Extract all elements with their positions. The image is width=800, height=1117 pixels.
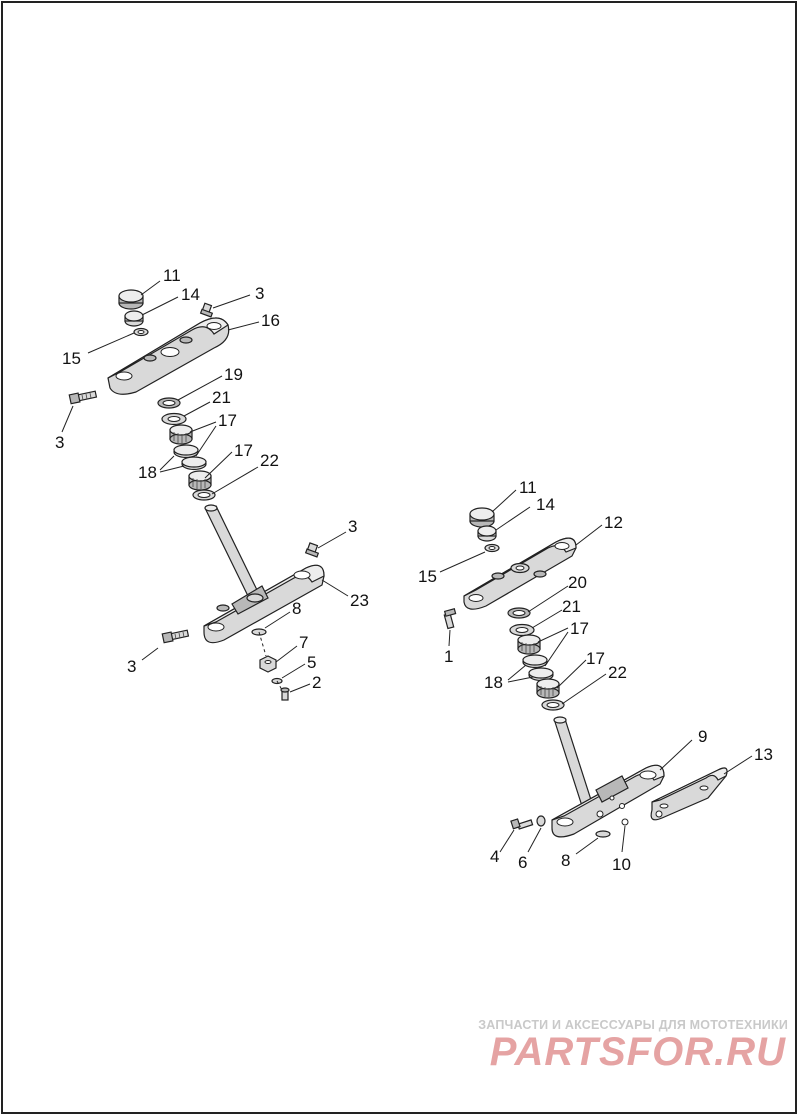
callout-10-right: 10 (612, 855, 631, 874)
callout-19-left: 19 (224, 365, 243, 384)
right-assembly (443, 507, 728, 838)
callout-22-left: 22 (260, 451, 279, 470)
right-bolt-1 (443, 608, 457, 630)
callout-11-right: 11 (519, 478, 537, 497)
right-lower-bracket (551, 764, 665, 838)
callout-12-right: 12 (604, 513, 623, 532)
callout-23-left: 23 (350, 591, 369, 610)
left-washer (124, 310, 144, 327)
callout-8-right: 8 (561, 851, 570, 870)
callout-15-left: 15 (62, 349, 81, 368)
left-lower-bolt (161, 629, 190, 644)
callout-6-right: 6 (518, 853, 527, 872)
left-side-bolt (68, 390, 98, 405)
watermark-logo: PARTSFOR.RU (489, 1030, 786, 1074)
callout-5-left: 5 (307, 653, 316, 672)
callout-3-left-side: 3 (55, 433, 64, 452)
callout-11-left: 11 (163, 266, 181, 285)
callout-14-left: 14 (181, 285, 200, 304)
callout-22-right: 22 (608, 663, 627, 682)
left-bracket-screw (304, 542, 320, 558)
callout-17-right-upper: 17 (570, 619, 589, 638)
left-upper-bracket (107, 317, 230, 395)
callout-3-left-bracket: 3 (348, 517, 357, 536)
left-assembly (68, 289, 325, 701)
callout-21-right: 21 (562, 597, 581, 616)
left-cap-nut (118, 289, 144, 310)
right-bearing-lower (536, 678, 560, 699)
watermark-tagline: ЗАПЧАСТИ И АКСЕССУАРЫ ДЛЯ МОТОТЕХНИКИ (478, 1018, 788, 1032)
callout-17-right-lower: 17 (586, 649, 605, 668)
callout-16-left: 16 (261, 311, 280, 330)
callout-14-right: 14 (536, 495, 555, 514)
callout-13-right: 13 (754, 745, 773, 764)
callout-18-right: 18 (484, 673, 503, 692)
callout-21-left: 21 (212, 388, 231, 407)
left-bearing-lower (188, 470, 212, 491)
right-steering-stem (553, 716, 593, 807)
left-nut-7 (259, 655, 277, 673)
right-cap-nut (469, 507, 495, 528)
left-lower-bracket (203, 564, 325, 644)
left-screw-2 (280, 687, 290, 701)
right-ring-10 (621, 818, 629, 826)
callout-17-left-lower: 17 (234, 441, 253, 460)
left-steering-stem (204, 504, 259, 597)
callout-15-right: 15 (418, 567, 437, 586)
right-bearing-upper (517, 634, 541, 655)
right-washer (477, 525, 497, 542)
callout-4-right: 4 (490, 847, 499, 866)
left-bearing-upper (169, 424, 193, 445)
leader-lines (61, 280, 753, 855)
callout-18-left: 18 (138, 463, 157, 482)
left-top-screw (199, 302, 214, 318)
callout-numbers: 11 14 3 16 15 3 19 21 17 18 17 22 3 23 8… (55, 266, 773, 874)
callout-8-left: 8 (292, 599, 301, 618)
callout-2-left: 2 (312, 673, 321, 692)
callout-17-left-upper: 17 (218, 411, 237, 430)
callout-20-right: 20 (568, 573, 587, 592)
callout-1-right: 1 (444, 647, 453, 666)
right-washer-8 (595, 830, 611, 838)
callout-9-right: 9 (698, 727, 707, 746)
right-washer-6 (536, 815, 546, 827)
callout-3-left-lower: 3 (127, 657, 136, 676)
right-bolt-4 (510, 818, 534, 830)
right-upper-bracket (463, 537, 577, 610)
right-cover-13 (650, 767, 728, 821)
callout-7-left: 7 (299, 633, 308, 652)
right-small-hole (655, 810, 663, 818)
callout-3-left-top: 3 (255, 284, 264, 303)
